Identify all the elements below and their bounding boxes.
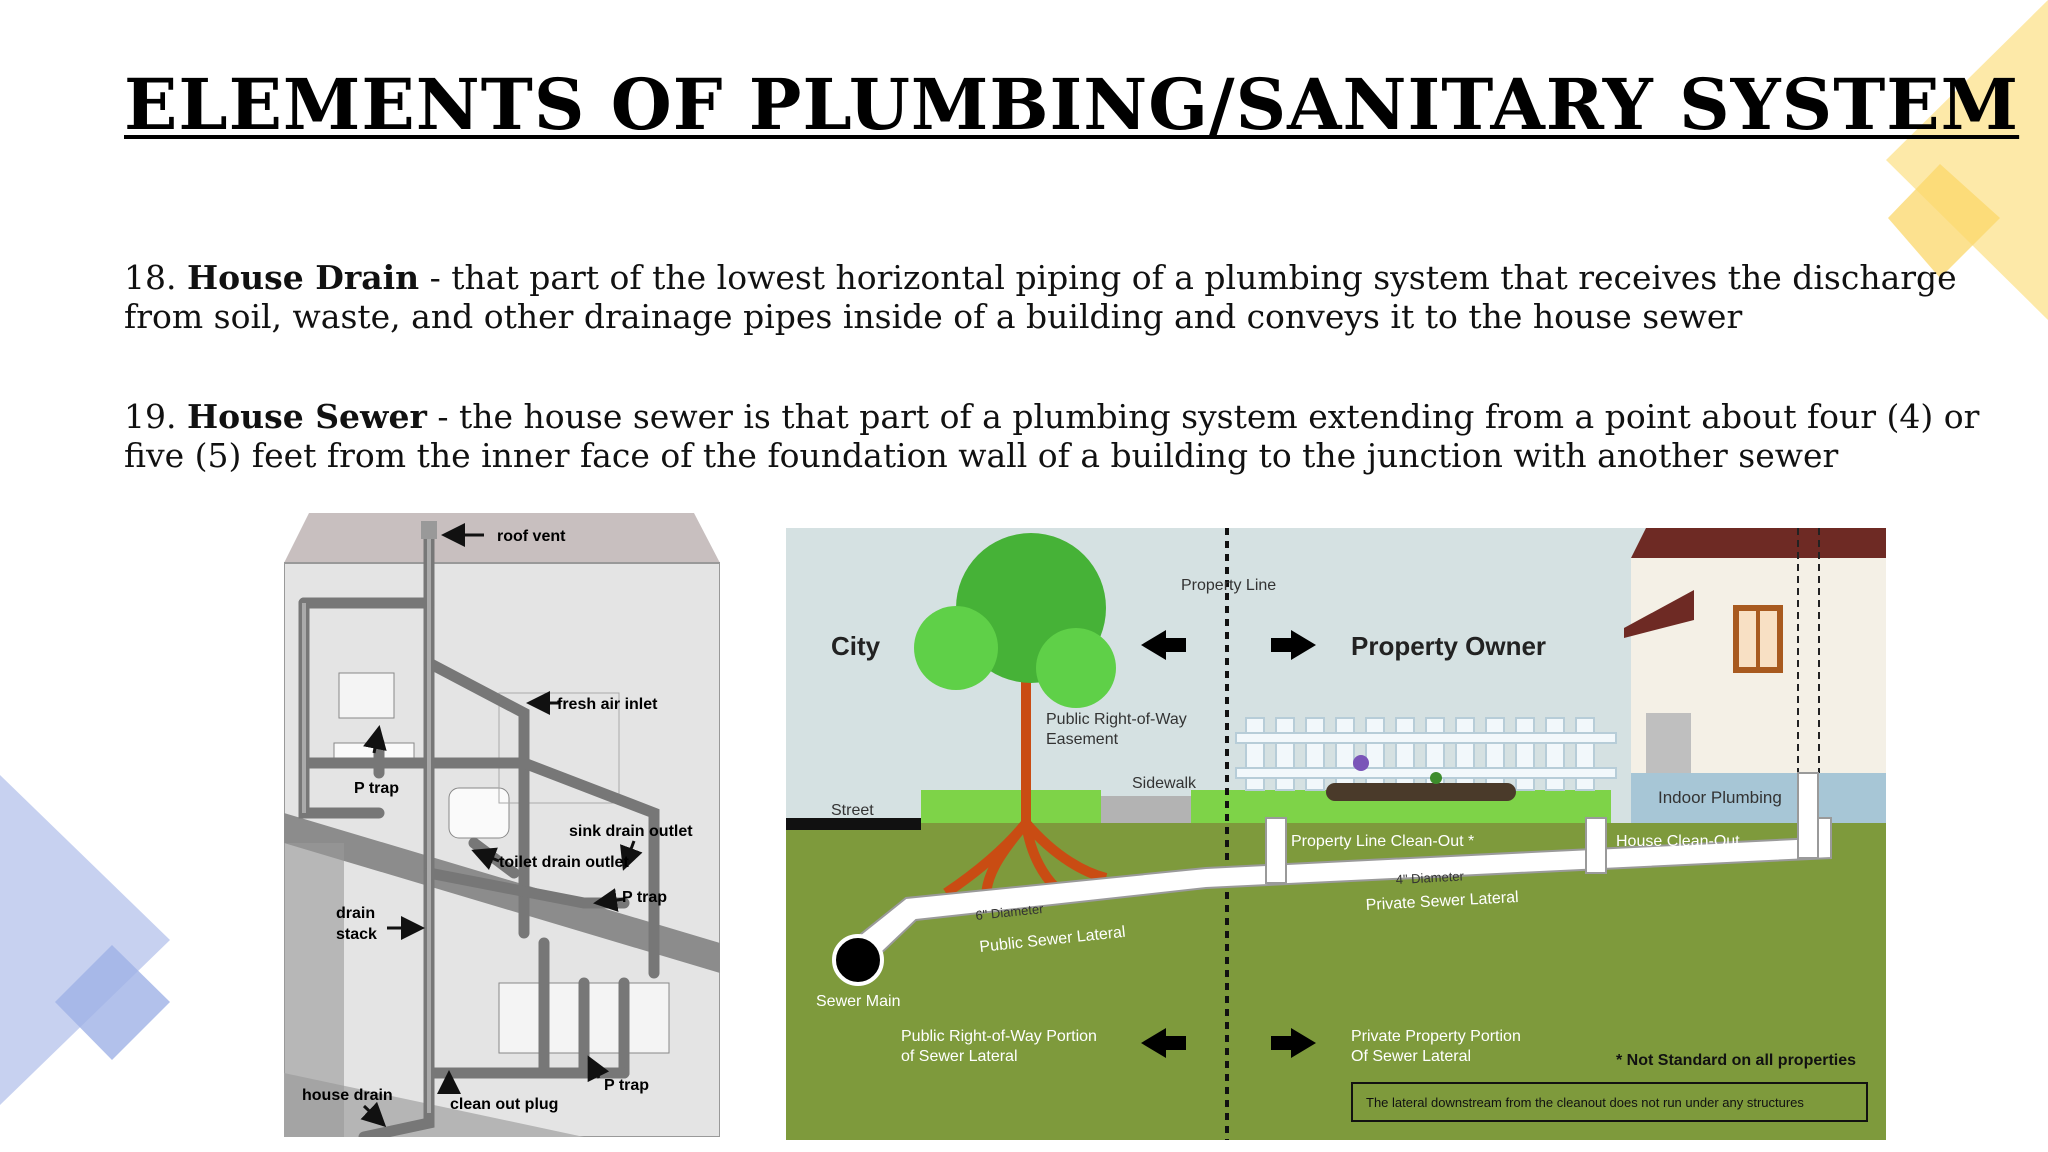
street <box>786 818 921 830</box>
label-fresh-air-inlet: fresh air inlet <box>557 696 658 713</box>
note-box <box>1351 1082 1868 1122</box>
building-plumbing-diagram: roof vent fresh air inlet P trap sink dr… <box>284 513 720 1137</box>
arrow-left-top <box>1141 630 1186 660</box>
easement-grass <box>921 790 1101 823</box>
label-clean-out-plug: clean out plug <box>450 1096 558 1113</box>
flower <box>1353 755 1369 771</box>
label-indoor-plumbing: Indoor Plumbing <box>1658 788 1782 807</box>
cabinet <box>498 692 620 804</box>
label-house-cleanout: House Clean-Out <box>1616 833 1740 850</box>
deco-yellow-diamond <box>1886 0 2048 320</box>
label-property-line-cleanout: Property Line Clean-Out * <box>1291 833 1474 850</box>
label-p-trap-sink: P trap <box>354 780 399 797</box>
arrow-left-bottom <box>1141 1028 1186 1058</box>
label-stack: stack <box>336 926 377 943</box>
label-p-trap-laundry: P trap <box>604 1077 649 1094</box>
deco-blue-diamond <box>0 775 170 1105</box>
roof-vent-cap <box>421 521 437 539</box>
label-property-owner: Property Owner <box>1351 631 1546 661</box>
label-not-standard: * Not Standard on all properties <box>1616 1052 1856 1069</box>
label-easement-line1: Public Right-of-Way <box>1046 711 1187 728</box>
label-six-inch-diameter: 6" Diameter <box>975 901 1045 923</box>
slide-title: ELEMENTS OF PLUMBING/SANITARY SYSTEM <box>124 63 2020 146</box>
deco-yellow-small-diamond <box>1888 164 2000 278</box>
label-city: City <box>831 631 881 661</box>
label-private-portion-line2: Of Sewer Lateral <box>1351 1048 1471 1065</box>
label-private-portion-line1: Private Property Portion <box>1351 1028 1521 1045</box>
house-steps <box>1646 713 1691 773</box>
label-drain: drain <box>336 905 375 922</box>
definition-house-drain: 18. House Drain - that part of the lowes… <box>124 258 1957 336</box>
toilet <box>448 787 510 839</box>
mirror <box>338 672 395 719</box>
arrow-right-bottom <box>1271 1028 1316 1058</box>
label-public-portion-line2: of Sewer Lateral <box>901 1048 1018 1065</box>
label-note: The lateral downstream from the cleanout… <box>1366 1095 1804 1110</box>
label-street: Street <box>831 802 874 819</box>
sewer-lateral-diagram: City Property Owner Property Line Public… <box>786 528 1886 1140</box>
label-sink-drain-outlet: sink drain outlet <box>569 823 693 840</box>
label-sewer-main: Sewer Main <box>816 993 900 1010</box>
sewer-lateral-pipe <box>854 772 1832 960</box>
label-sidewalk: Sidewalk <box>1132 775 1197 792</box>
indoor-plumbing-zone <box>1631 773 1886 823</box>
fence <box>1235 717 1617 791</box>
label-property-line: Property Line <box>1181 577 1276 594</box>
label-roof-vent: roof vent <box>497 528 566 545</box>
definition-house-sewer: 19. House Sewer - the house sewer is tha… <box>124 397 1980 475</box>
roof <box>284 513 720 563</box>
label-easement-line2: Easement <box>1046 731 1119 748</box>
label-toilet-drain-outlet: toilet drain outlet <box>499 854 629 871</box>
sidewalk <box>1101 796 1191 823</box>
label-p-trap-toilet: P trap <box>622 889 667 906</box>
label-house-drain: house drain <box>302 1087 393 1104</box>
flower-bed <box>1326 783 1516 801</box>
tree-trunk-roots <box>943 668 1108 899</box>
house-roof <box>1631 528 1886 558</box>
arrow-right-top <box>1271 630 1316 660</box>
deco-blue-small-diamond <box>55 945 170 1060</box>
label-public-portion-line1: Public Right-of-Way Portion <box>901 1028 1097 1045</box>
floor-slab <box>284 813 720 973</box>
sewer-main <box>832 934 884 986</box>
label-four-inch-diameter: 4" Diameter <box>1395 868 1465 887</box>
term-house-sewer: House Sewer <box>186 397 427 436</box>
term-house-drain: House Drain <box>186 258 420 297</box>
